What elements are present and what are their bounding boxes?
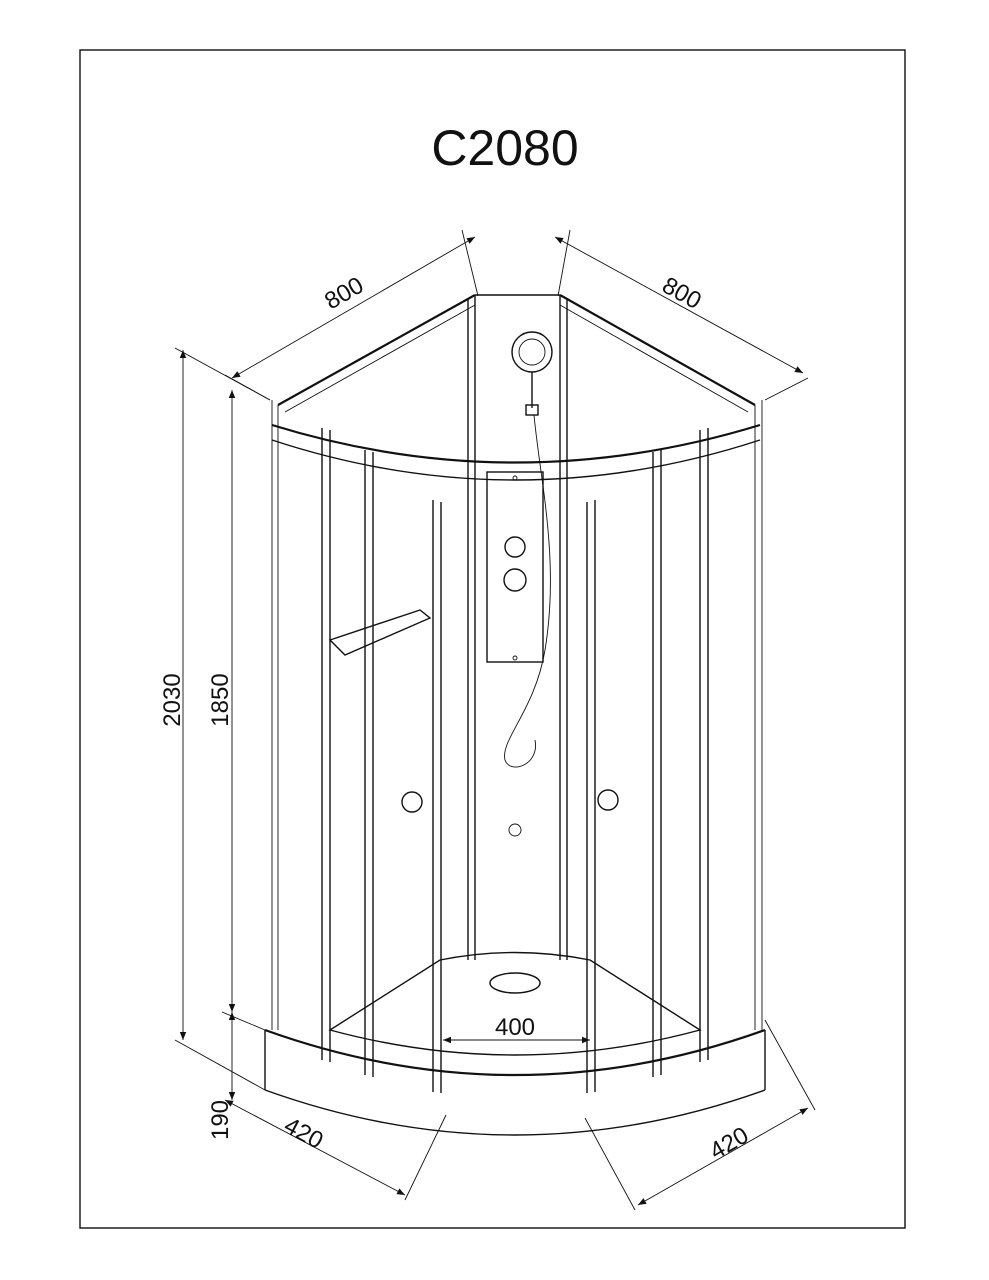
model-title: C2080 — [431, 120, 578, 176]
dim-door-left: 420 — [280, 1112, 328, 1155]
dim-tray-height: 190 — [207, 1100, 234, 1140]
dimension-lines — [174, 229, 816, 1211]
diverter-knob — [503, 568, 527, 592]
dim-total-height: 2030 — [159, 673, 186, 726]
drawing-frame — [79, 49, 906, 1229]
glass-shelf — [328, 609, 432, 656]
shower-head — [511, 331, 553, 373]
glass-panels — [321, 428, 709, 1093]
dim-door-right: 420 — [705, 1122, 753, 1165]
control-panel — [486, 471, 544, 663]
shower-column — [467, 294, 568, 960]
shower-tray — [264, 951, 766, 1136]
door-handle-right — [597, 789, 619, 811]
door-handle-left — [401, 791, 423, 813]
dim-door-opening: 400 — [495, 1014, 535, 1041]
mixer-knob — [504, 536, 526, 558]
dim-width-right: 800 — [658, 272, 706, 315]
dim-width-left: 800 — [320, 272, 368, 315]
dim-enclosure-height: 1850 — [207, 673, 234, 726]
